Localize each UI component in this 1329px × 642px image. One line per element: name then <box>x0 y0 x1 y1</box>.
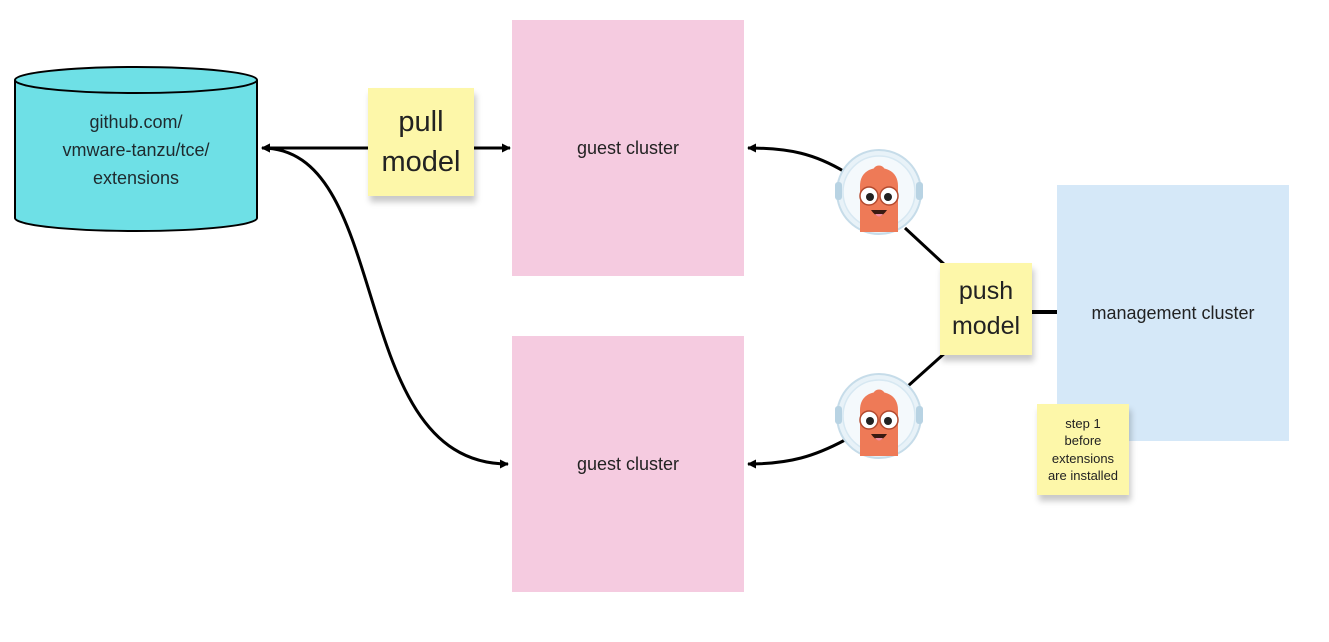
push-link-bottom <box>906 350 948 388</box>
step-note: step 1 before extensions are installed <box>1037 404 1129 495</box>
management-cluster-label: management cluster <box>1091 302 1255 323</box>
repository-cylinder <box>14 66 258 232</box>
pull-arrow-bottom <box>261 143 509 469</box>
push-arrow-bottom <box>747 438 846 469</box>
pull-model-note: pull model <box>368 88 474 196</box>
guest-cluster-bottom: guest cluster <box>512 336 744 592</box>
push-model-label: push model <box>951 277 1021 340</box>
step-note-label: step 1 before extensions are installed <box>1047 415 1119 484</box>
pull-model-label: pull model <box>381 106 461 178</box>
management-cluster: management cluster <box>1057 185 1289 441</box>
push-model-note: push model <box>940 263 1032 355</box>
guest-cluster-top: guest cluster <box>512 20 744 276</box>
guest-cluster-top-label: guest cluster <box>576 137 680 158</box>
argo-mascot-icon <box>835 373 923 459</box>
push-arrow-top <box>747 143 846 174</box>
push-link-top <box>903 226 948 268</box>
repository-label: github.com/ vmware-tanzu/tce/ extensions <box>62 112 210 188</box>
argo-mascot-icon <box>835 149 923 235</box>
guest-cluster-bottom-label: guest cluster <box>576 453 680 474</box>
